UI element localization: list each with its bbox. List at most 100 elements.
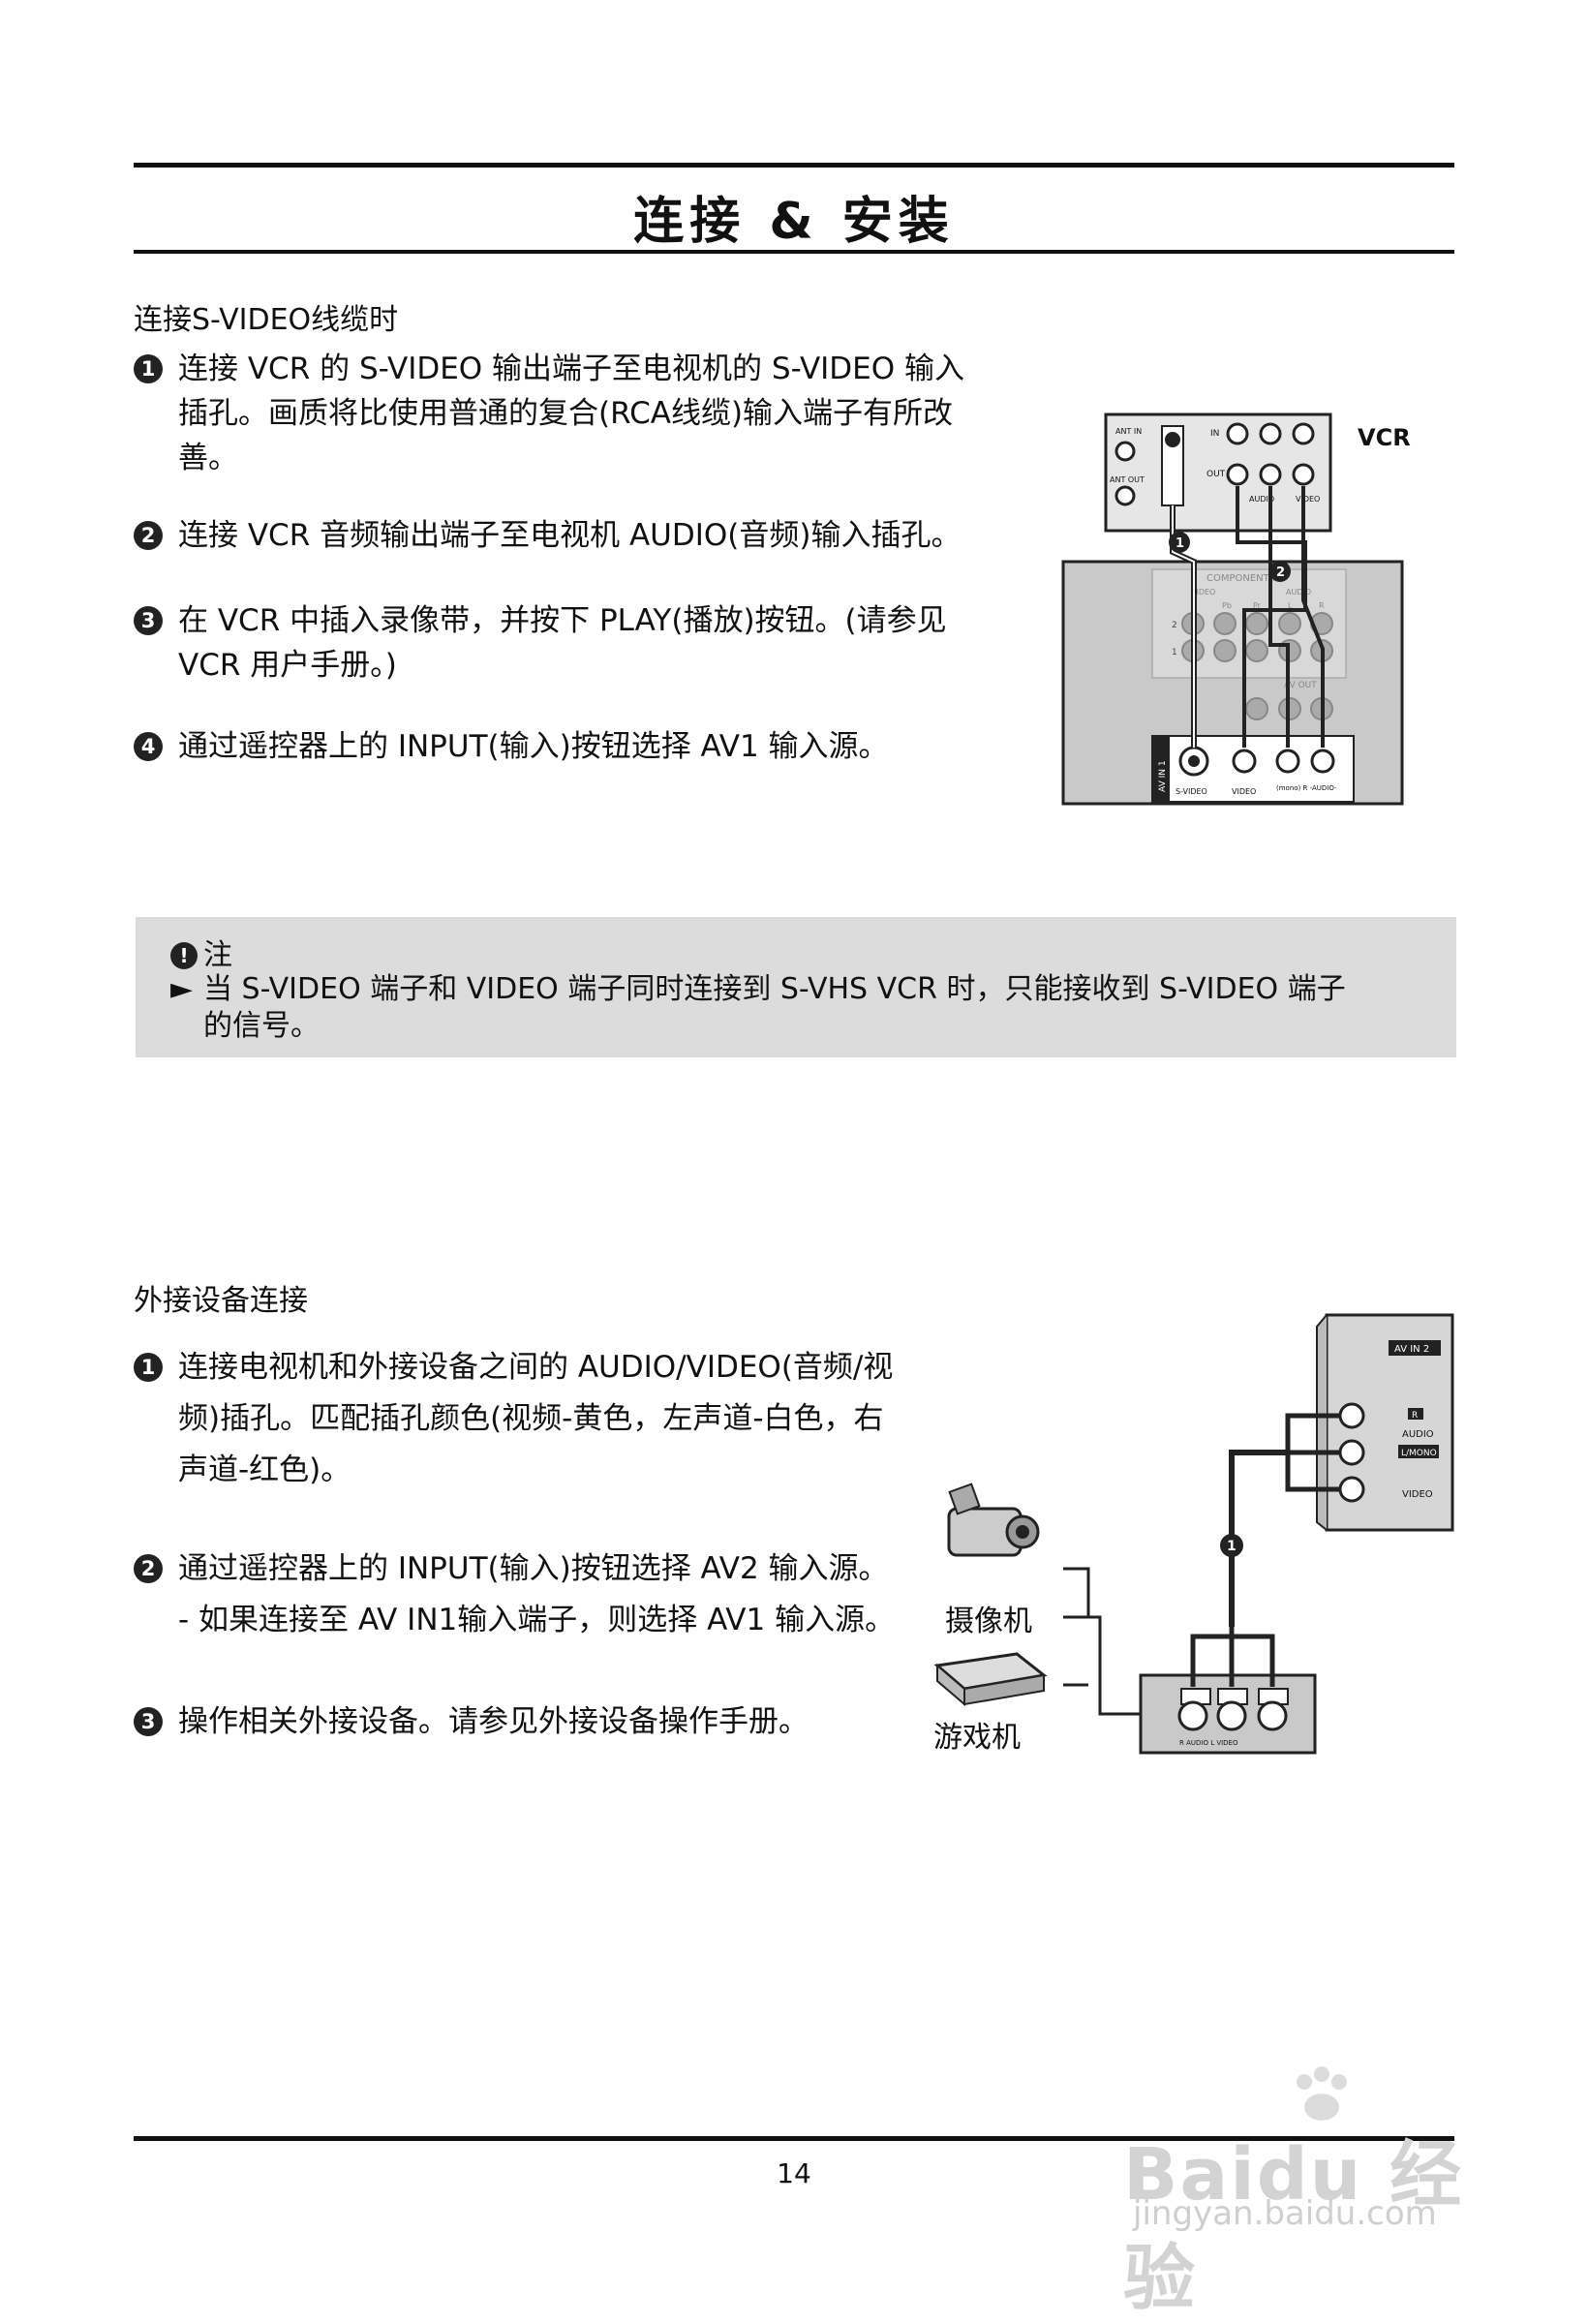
component-video-label: VIDEO (1191, 588, 1215, 596)
r-label: R (1412, 1411, 1418, 1421)
note-body: ► 当 S-VIDEO 端子和 VIDEO 端子同时连接到 S-VHS VCR 时… (170, 971, 1429, 1045)
note-text-line2: 的信号。 (203, 1009, 320, 1043)
step-number-badge: 1 (134, 1353, 163, 1382)
game-console-icon (933, 1652, 1048, 1707)
l-mono-label: L/MONO (1401, 1449, 1437, 1458)
vcr-out-port (1226, 463, 1249, 486)
step-number-badge: 3 (134, 606, 163, 635)
component-port (1213, 639, 1237, 662)
vcr-ant-out-port (1115, 485, 1136, 506)
video-input-port (1232, 749, 1257, 774)
page-number: 14 (777, 2157, 811, 2189)
callout-number: 1 (1176, 536, 1184, 551)
mono-audio-label: (mono) R -AUDIO- (1276, 784, 1337, 792)
component-in-label: COMPONENT IN (1206, 573, 1282, 584)
vcr-in-port (1259, 422, 1282, 445)
section1-step-1: 1 连接 VCR 的 S-VIDEO 输出端子至电视机的 S-VIDEO 输入 … (134, 347, 1005, 480)
audio-r-input-port (1310, 749, 1335, 774)
step-line: 操作相关外接设备。请参见外接设备操作手册。 (178, 1704, 809, 1739)
vcr-connection-diagram: VCR ANT IN ANT OUT IN OUT AUDIO VIDEO CO… (1061, 413, 1411, 806)
vcr-out-port (1259, 463, 1282, 486)
step-line: VCR 用户手册。) (178, 648, 397, 683)
row-2-label: 2 (1172, 621, 1177, 630)
step-line: 善。 (178, 441, 238, 475)
vcr-ant-out-label: ANT OUT (1110, 475, 1145, 484)
section2-heading: 外接设备连接 (134, 1284, 308, 1318)
vcr-in-label: IN (1210, 429, 1219, 439)
component-port (1245, 639, 1268, 662)
arrow-right-icon: ► (170, 972, 194, 1006)
vcr-out-label: OUT (1206, 470, 1226, 479)
video-port-label: VIDEO (1232, 787, 1256, 796)
av-out-port (1245, 697, 1268, 720)
device-audio-l-port (1216, 1700, 1247, 1731)
av-out-label: AV OUT (1284, 681, 1317, 690)
step-line: 通过遥控器上的 INPUT(输入)按钮选择 AV2 输入源。 (178, 1551, 889, 1586)
title-underline (134, 250, 1454, 254)
note-text-line1: 当 S-VIDEO 端子和 VIDEO 端子同时连接到 S-VHS VCR 时，… (203, 972, 1346, 1006)
callout-badge (1169, 532, 1190, 553)
step-line: 插孔。画质将比使用普通的复合(RCA线缆)输入端子有所改 (178, 396, 954, 431)
device-audio-r-port (1177, 1700, 1208, 1731)
camcorder-label: 摄像机 (945, 1605, 1032, 1638)
row-1-label: 1 (1172, 648, 1177, 657)
callout-number: 2 (1276, 566, 1285, 580)
component-port (1245, 612, 1268, 635)
component-audio-label: AUDIO (1286, 588, 1311, 596)
step-number-badge: 2 (134, 521, 163, 550)
note-box: !注 ► 当 S-VIDEO 端子和 VIDEO 端子同时连接到 S-VHS VC… (136, 917, 1456, 1057)
camcorder-icon (947, 1483, 1040, 1557)
step-line: - 如果连接至 AV IN1输入端子，则选择 AV1 输入源。 (178, 1603, 896, 1637)
vcr-label: VCR (1358, 424, 1411, 451)
vcr-audio-label: AUDIO (1249, 495, 1274, 504)
tv-video-port (1338, 1476, 1365, 1503)
section2-step-2: 2 通过遥控器上的 INPUT(输入)按钮选择 AV2 输入源。 - 如果连接至… (134, 1544, 928, 1646)
note-header: !注 (170, 931, 232, 973)
baidu-watermark: Baidu 经验 jingyan.baidu.com (1123, 2063, 1501, 2320)
step-number-badge: 2 (134, 1554, 163, 1583)
vcr-video-label: VIDEO (1296, 495, 1320, 504)
section1-step-2: 2 连接 VCR 音频输出端子至电视机 AUDIO(音频)输入插孔。 (134, 513, 1005, 558)
callout-badge (1220, 1534, 1243, 1557)
tv-audio-l-port (1338, 1439, 1365, 1466)
label-l: L (1288, 601, 1293, 610)
av-in-1-label: AV IN 1 (1158, 760, 1168, 792)
video-label: VIDEO (1402, 1489, 1433, 1500)
step-line: 在 VCR 中插入录像带，并按下 PLAY(播放)按钮。(请参见 (178, 603, 947, 638)
game-console-label: 游戏机 (933, 1721, 1021, 1755)
vcr-out-port (1292, 463, 1315, 486)
audio-label: AUDIO (1402, 1429, 1434, 1440)
step-line: 连接 VCR 的 S-VIDEO 输出端子至电视机的 S-VIDEO 输入 (178, 352, 965, 386)
callout-number: 1 (1227, 1539, 1237, 1554)
label-pb: Pb (1222, 601, 1232, 610)
step-line: 通过遥控器上的 INPUT(输入)按钮选择 AV1 输入源。 (178, 729, 889, 764)
bottom-rule (134, 2136, 1454, 2141)
step-number-badge: 1 (134, 354, 163, 383)
component-port (1213, 612, 1237, 635)
step-line: 连接电视机和外接设备之间的 AUDIO/VIDEO(音频/视 (178, 1350, 894, 1385)
tv-audio-r-port (1338, 1402, 1365, 1429)
section2-step-1: 1 连接电视机和外接设备之间的 AUDIO/VIDEO(音频/视 频)插孔。匹配… (134, 1342, 928, 1496)
section1-step-3: 3 在 VCR 中插入录像带，并按下 PLAY(播放)按钮。(请参见 VCR 用… (134, 598, 1005, 688)
audio-l-input-port (1275, 749, 1300, 774)
page-title: 连接 & 安装 (633, 193, 955, 251)
top-rule (134, 163, 1454, 168)
section2-step-3: 3 操作相关外接设备。请参见外接设备操作手册。 (134, 1697, 928, 1748)
step-line: 连接 VCR 音频输出端子至电视机 AUDIO(音频)输入插孔。 (178, 518, 962, 553)
label-pr: Pr (1253, 601, 1262, 610)
external-device-diagram: AV IN 2 R AUDIO L/MONO VIDEO 1 R AUDIO L… (933, 1313, 1454, 1755)
vcr-in-port (1226, 422, 1249, 445)
component-port (1278, 612, 1301, 635)
note-label: 注 (203, 938, 232, 972)
s-video-port-label: S-VIDEO (1176, 787, 1207, 796)
paw-logo-icon (1297, 2066, 1347, 2121)
callout-badge (1269, 561, 1291, 582)
label-r: R (1319, 601, 1325, 610)
av-in-2-label: AV IN 2 (1394, 1344, 1429, 1355)
vcr-ant-in-label: ANT IN (1115, 427, 1142, 436)
step-line: 声道-红色)。 (178, 1452, 351, 1487)
step-number-badge: 3 (134, 1707, 163, 1736)
section1-heading: 连接S-VIDEO线缆时 (134, 303, 399, 337)
section1-step-4: 4 通过遥控器上的 INPUT(输入)按钮选择 AV1 输入源。 (134, 724, 1005, 769)
device-ports-label: R AUDIO L VIDEO (1179, 1739, 1238, 1747)
